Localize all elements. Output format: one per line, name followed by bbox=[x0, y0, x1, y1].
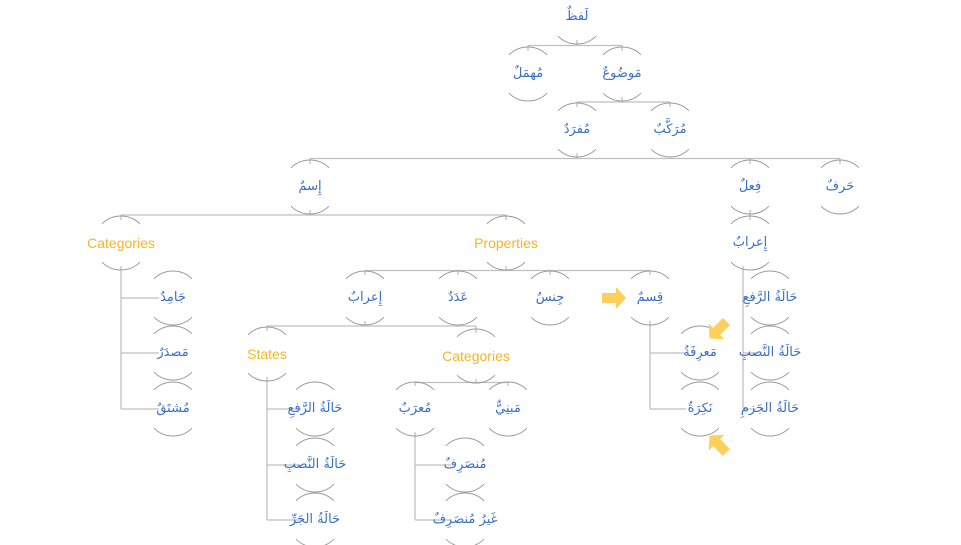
node-arc-top bbox=[247, 326, 287, 336]
node-arc-top bbox=[820, 159, 860, 169]
tree-node-masdar: مَصدَرٌ bbox=[157, 345, 189, 360]
node-arc-top bbox=[750, 381, 790, 391]
node-arc-top bbox=[295, 437, 335, 447]
node-arc-bottom bbox=[557, 35, 597, 45]
highlight-arrow-icon bbox=[708, 317, 731, 340]
node-arc-bottom bbox=[820, 205, 860, 215]
node-arc-top bbox=[680, 381, 720, 391]
tree-node-fil-raf: حَالَةُ الرَّفعِ bbox=[742, 290, 798, 305]
node-arc-top bbox=[295, 492, 335, 502]
node-arc-top bbox=[508, 46, 548, 56]
tree-node-st-jarr: حَالَةُ الجَرِّ bbox=[289, 512, 341, 527]
node-arc-top bbox=[630, 270, 670, 280]
node-arc-bottom bbox=[445, 483, 485, 493]
tree-node-ism: إِسمٌ bbox=[298, 179, 322, 194]
node-arc-bottom bbox=[750, 316, 790, 326]
highlight-arrow-icon bbox=[708, 434, 731, 457]
tree-node-murab: مُعرَبٌ bbox=[398, 401, 432, 416]
node-arc-top bbox=[730, 159, 770, 169]
node-arc-bottom bbox=[750, 427, 790, 437]
node-arc-bottom bbox=[650, 148, 690, 158]
node-arc-top bbox=[602, 46, 642, 56]
tree-node-murakkab: مُرَكَّبٌ bbox=[653, 122, 687, 137]
node-arc-bottom bbox=[486, 261, 526, 271]
node-arc-top bbox=[650, 102, 690, 112]
node-arc-bottom bbox=[247, 372, 287, 382]
node-arc-bottom bbox=[395, 427, 435, 437]
node-arc-bottom bbox=[290, 205, 330, 215]
node-arc-top bbox=[456, 328, 496, 338]
node-arc-bottom bbox=[295, 483, 335, 493]
tree-node-mawdu: مَوضُوعٌ bbox=[602, 66, 642, 81]
node-arc-bottom bbox=[680, 427, 720, 437]
node-arc-bottom bbox=[530, 316, 570, 326]
tree-node-muhmal: مُهمَلٌ bbox=[512, 66, 544, 81]
tree-node-mufrad: مُفرَدٌ bbox=[563, 122, 591, 137]
node-arc-bottom bbox=[730, 205, 770, 215]
node-arc-top bbox=[486, 215, 526, 225]
tree-node-fil-nasb: حَالَةُ النَّصبِ bbox=[738, 345, 802, 360]
tree-node-mushtaq: مُشتَقٌ bbox=[156, 401, 190, 416]
tree-node-jamid: جَامِدٌ bbox=[160, 290, 186, 305]
node-arc-top bbox=[488, 381, 528, 391]
node-arc-bottom bbox=[602, 92, 642, 102]
node-arc-bottom bbox=[295, 427, 335, 437]
node-arc-bottom bbox=[557, 148, 597, 158]
node-arc-bottom bbox=[153, 316, 193, 326]
tree-node-nakira: نَكِرَةٌ bbox=[687, 401, 713, 416]
node-arc-top bbox=[445, 437, 485, 447]
node-arc-top bbox=[290, 159, 330, 169]
tree-node-prop-irab: إِعرابٌ bbox=[347, 290, 383, 305]
node-arc-top bbox=[438, 270, 478, 280]
tree-node-munsarif: مُنصَرِفٌ bbox=[443, 457, 487, 472]
tree-node-jins: جِنسٌ bbox=[535, 290, 565, 305]
node-arc-top bbox=[101, 215, 141, 225]
tree-node-qism: قِسمٌ bbox=[636, 290, 664, 305]
node-arc-bottom bbox=[445, 538, 485, 545]
node-arc-bottom bbox=[345, 316, 385, 326]
tree-node-mabni: مَبنِيٌّ bbox=[495, 401, 521, 416]
tree-node-harf: حَرفٌ bbox=[825, 179, 855, 194]
node-arc-top bbox=[750, 270, 790, 280]
node-arc-top bbox=[530, 270, 570, 280]
tree-node-st-raf: حَالَةُ الرَّفعِ bbox=[287, 401, 343, 416]
node-arc-bottom bbox=[508, 92, 548, 102]
node-arc-bottom bbox=[630, 316, 670, 326]
node-arc-bottom bbox=[730, 261, 770, 271]
node-arc-top bbox=[153, 270, 193, 280]
node-arc-top bbox=[153, 325, 193, 335]
node-arc-top bbox=[153, 381, 193, 391]
tree-node-fil: فِعلٌ bbox=[738, 179, 762, 194]
tree-node-fil-jazm: حَالَةُ الجَزمِ bbox=[740, 401, 800, 416]
tree-node-ghayr-munsarif: غَيرُ مُنصَرِفٌ bbox=[432, 512, 498, 527]
node-arc-bottom bbox=[153, 371, 193, 381]
node-arc-bottom bbox=[680, 371, 720, 381]
tree-node-ism-properties: Properties bbox=[474, 235, 538, 251]
node-arc-top bbox=[345, 270, 385, 280]
tree-node-st-nasb: حَالَةُ النَّصبِ bbox=[283, 457, 347, 472]
node-arc-top bbox=[295, 381, 335, 391]
tree-node-marifa: مَعرِفَةٌ bbox=[683, 345, 717, 360]
tree-node-lafz: لَفظٌ bbox=[565, 9, 589, 24]
tree-node-ism-categories: Categories bbox=[87, 235, 155, 251]
node-arc-top bbox=[445, 492, 485, 502]
highlight-arrow-icon bbox=[602, 287, 626, 309]
tree-node-fil-irab: إِعرابٌ bbox=[732, 235, 768, 250]
tree-node-states: States bbox=[247, 346, 287, 362]
node-arc-bottom bbox=[438, 316, 478, 326]
node-arc-bottom bbox=[456, 374, 496, 384]
tree-node-adad: عَدَدٌ bbox=[447, 290, 469, 305]
node-arc-bottom bbox=[295, 538, 335, 545]
node-arc-top bbox=[730, 215, 770, 225]
node-arc-top bbox=[557, 102, 597, 112]
node-arc-bottom bbox=[153, 427, 193, 437]
node-arc-top bbox=[750, 325, 790, 335]
tree-node-irab-categories: Categories bbox=[442, 348, 510, 364]
node-arc-bottom bbox=[488, 427, 528, 437]
node-arc-top bbox=[395, 381, 435, 391]
node-arc-bottom bbox=[750, 371, 790, 381]
node-arc-bottom bbox=[101, 261, 141, 271]
